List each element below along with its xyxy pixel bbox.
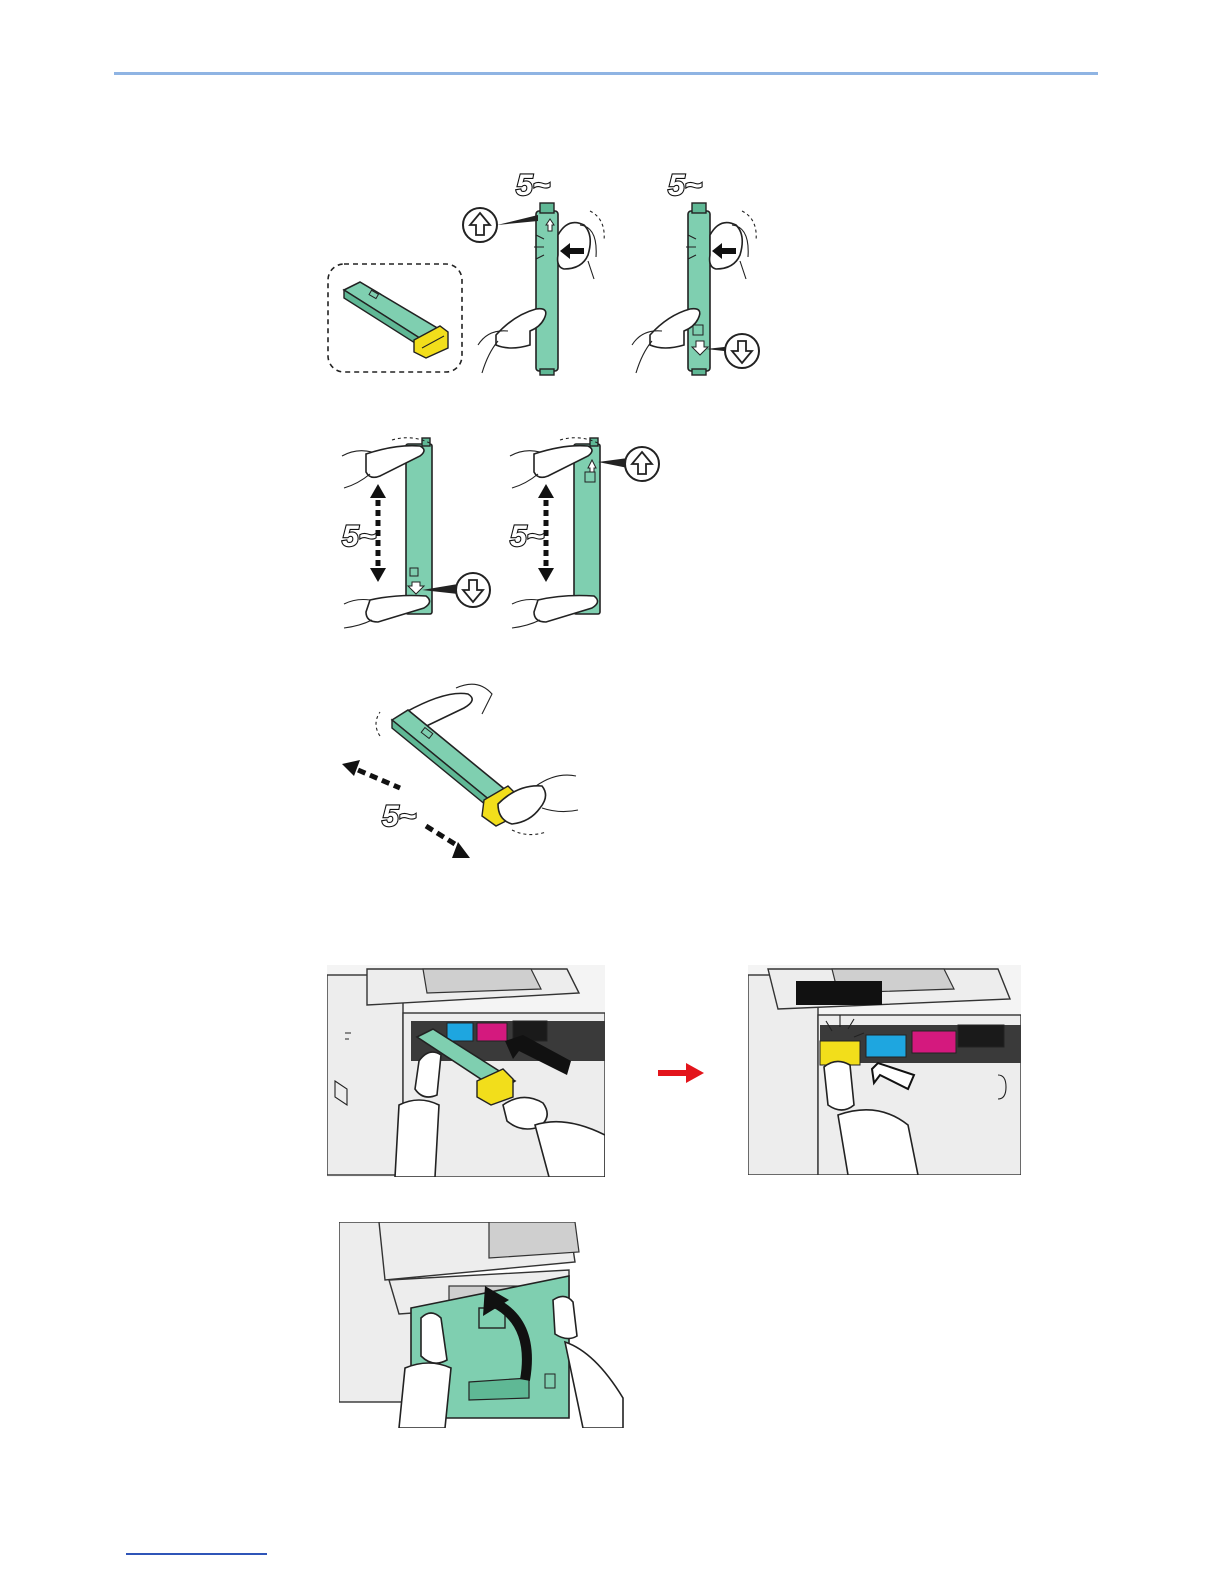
down-arrow-icon bbox=[706, 334, 759, 368]
close-front-cover-figure bbox=[339, 1222, 624, 1428]
top-rule bbox=[114, 72, 1098, 75]
up-arrow-icon bbox=[598, 447, 659, 481]
insert-toner-figure bbox=[327, 965, 605, 1177]
shake-count-label-5: 5~ bbox=[382, 800, 416, 833]
hand-icon bbox=[498, 775, 578, 834]
shake-count-label-2: 5~ bbox=[668, 169, 702, 202]
red-arrow-icon bbox=[658, 1063, 704, 1083]
label-plate bbox=[796, 981, 882, 1005]
shake-diagonal-figure: 5~ bbox=[336, 680, 596, 870]
toner-installed-figure bbox=[748, 965, 1021, 1175]
up-arrow-icon bbox=[463, 208, 538, 242]
shake-count-label-1: 5~ bbox=[516, 169, 550, 202]
hand-icon bbox=[558, 211, 605, 279]
shake-vertical-figure: 5~ 5~ bbox=[330, 432, 670, 632]
toner-cartridge-icon bbox=[344, 282, 448, 358]
toner-cartridge-icon bbox=[536, 203, 558, 375]
shake-count-label-4: 5~ bbox=[510, 520, 544, 553]
shake-horizontal-arrows-figure: 5~ 5~ bbox=[460, 165, 780, 380]
shake-count-label-3: 5~ bbox=[342, 520, 376, 553]
hand-icon bbox=[710, 211, 757, 279]
toner-cartridge-icon bbox=[574, 438, 600, 614]
toner-cartridge-overview-figure bbox=[326, 262, 464, 374]
footer-link-underline[interactable] bbox=[126, 1553, 267, 1555]
